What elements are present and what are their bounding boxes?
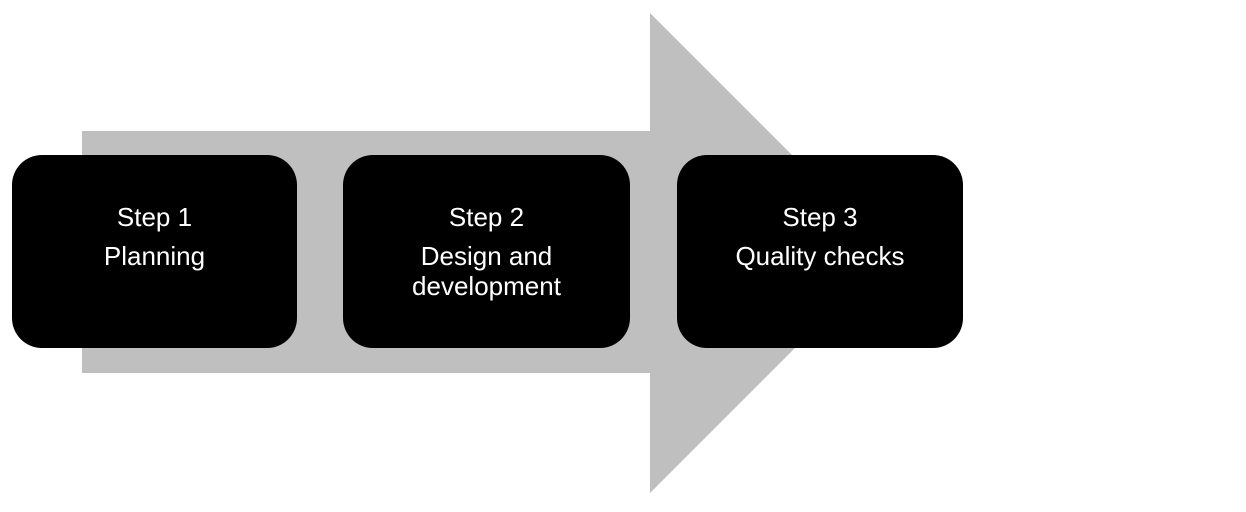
step-box-2[interactable]: Step 2 Design and development [343,155,630,348]
step-box-1[interactable]: Step 1 Planning [12,155,297,348]
step-1-description: Planning [103,241,206,271]
step-box-3[interactable]: Step 3 Quality checks [677,155,963,348]
step-2-title: Step 2 [448,202,525,232]
step-2-description: Design and development [412,241,561,301]
step-1-title: Step 1 [116,202,193,232]
step-3-description: Quality checks [735,241,905,271]
step-3-title: Step 3 [782,202,858,232]
